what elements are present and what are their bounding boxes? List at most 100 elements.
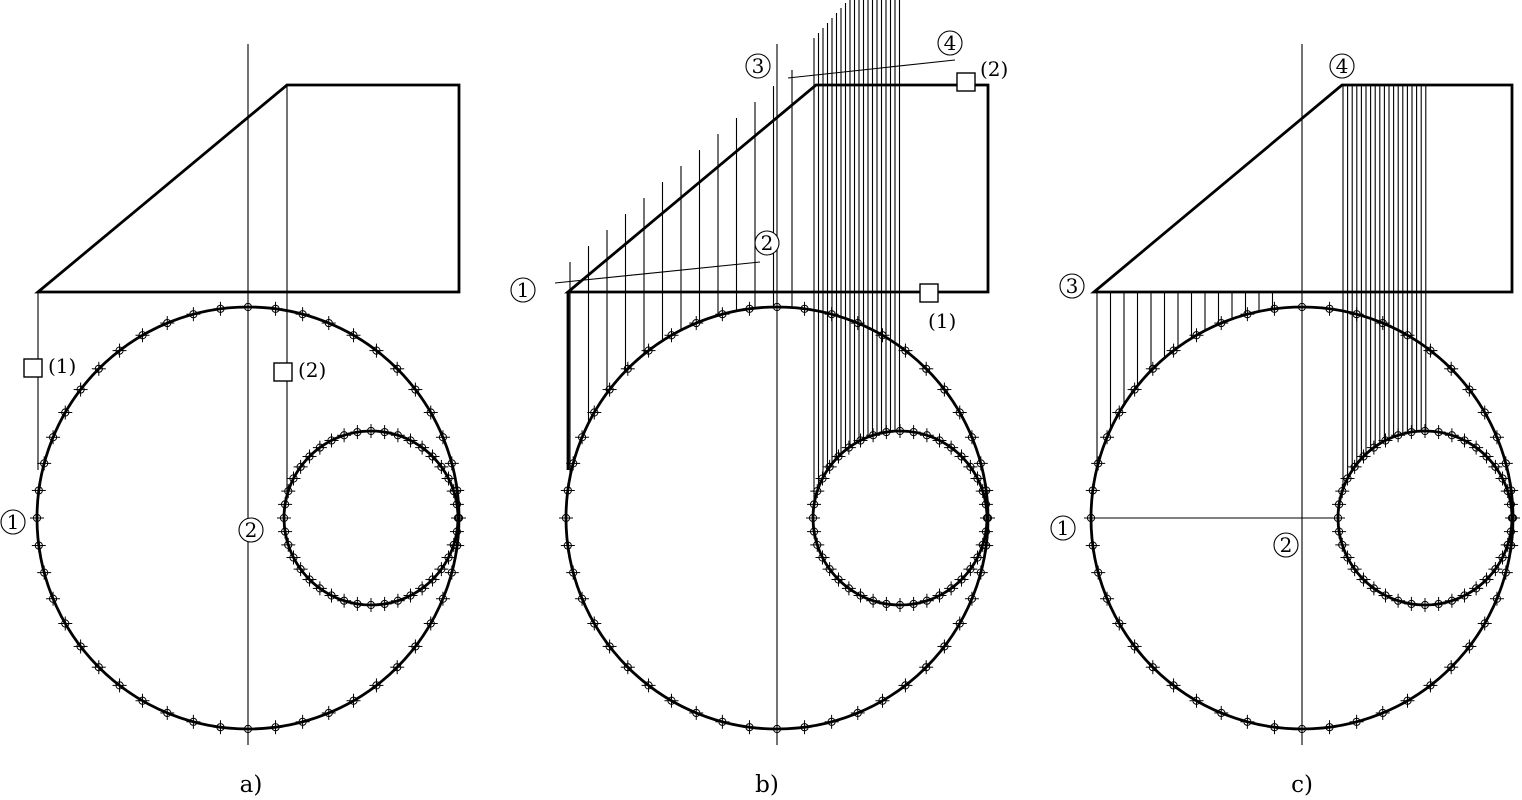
large-circle-point-marker xyxy=(444,456,459,471)
small-circle-point-marker xyxy=(281,484,296,499)
small-circle-point-marker xyxy=(446,484,461,499)
small-circle-point-marker xyxy=(810,537,825,552)
marker-label-2-a: (2) xyxy=(298,358,326,382)
small-circle-point-marker xyxy=(1391,428,1406,443)
small-circle-point-marker xyxy=(1457,588,1472,603)
large-circle-point-marker xyxy=(1267,301,1282,316)
marker-square-2-b xyxy=(956,72,976,92)
small-circle-point-marker xyxy=(906,596,921,611)
small-circle-point-marker xyxy=(403,588,418,603)
small-circle-point-marker xyxy=(1469,581,1484,596)
small-circle-point-marker xyxy=(281,537,296,552)
point-markers-b xyxy=(559,300,995,736)
large-circle-point-marker xyxy=(435,591,450,606)
large-circle-point-marker xyxy=(964,591,979,606)
large-circle-point-marker xyxy=(1423,343,1438,358)
large-circle-point-marker xyxy=(973,456,988,471)
large-circle-point-marker xyxy=(112,678,127,693)
large-circle-point-marker xyxy=(1240,307,1255,322)
small-circle-point-marker xyxy=(1335,484,1350,499)
small-circle-point-marker xyxy=(831,572,846,587)
callout-3-c: 3 xyxy=(1059,273,1085,299)
large-circle-point-marker xyxy=(742,720,757,735)
large-circle-point-marker xyxy=(575,430,590,445)
large-circle-point-marker xyxy=(689,705,704,720)
small-circle-point-marker xyxy=(1356,572,1371,587)
large-circle-point-marker xyxy=(824,307,839,322)
small-circle-point-marker xyxy=(893,598,907,612)
large-circle-point-marker xyxy=(435,430,450,445)
large-circle-point-marker xyxy=(937,639,952,654)
large-circle-point-marker xyxy=(1085,483,1100,498)
callout-4-c: 4 xyxy=(1329,53,1355,79)
small-circle-point-marker xyxy=(932,588,947,603)
small-circle-point-marker xyxy=(1479,572,1494,587)
small-circle-point-marker xyxy=(879,596,894,611)
small-circle-point-marker xyxy=(806,511,820,525)
small-circle-point-marker xyxy=(1500,537,1515,552)
large-circle-point-marker xyxy=(1100,430,1115,445)
large-circle-point-marker xyxy=(31,538,46,553)
large-circle-point-marker xyxy=(689,316,704,331)
large-circle-point-marker xyxy=(1444,361,1459,376)
large-circle-point-marker xyxy=(1214,705,1229,720)
small-circle-point-marker xyxy=(1366,440,1381,455)
small-circle-point-marker xyxy=(425,572,440,587)
large-circle-point-marker xyxy=(213,301,228,316)
large-circle-point-marker xyxy=(1127,382,1142,397)
large-circle-point-marker xyxy=(1112,616,1127,631)
small-circle-point-marker xyxy=(980,511,994,525)
small-circle-point-marker xyxy=(434,562,449,577)
large-circle-point-marker xyxy=(715,714,730,729)
small-circle-point-marker xyxy=(1469,440,1484,455)
large-circle-point-marker xyxy=(160,705,175,720)
large-circle-point-marker xyxy=(1145,361,1160,376)
large-circle-point-marker xyxy=(560,538,575,553)
svg-text:2: 2 xyxy=(1280,533,1293,557)
large-circle-point-marker xyxy=(1477,616,1492,631)
large-circle-point-marker xyxy=(664,693,679,708)
large-circle-point-marker xyxy=(1477,405,1492,420)
large-circle-point-marker xyxy=(898,343,913,358)
small-circle-point-marker xyxy=(441,550,456,565)
projection-lines-c xyxy=(1096,85,1427,489)
small-circle-point-marker xyxy=(1404,596,1419,611)
large-circle-point-marker xyxy=(620,361,635,376)
small-circle-point-marker xyxy=(815,471,830,486)
large-circle-point-marker xyxy=(1295,300,1309,314)
large-circle-point-marker xyxy=(937,382,952,397)
svg-text:3: 3 xyxy=(1066,274,1079,298)
large-circle-point-marker xyxy=(952,405,967,420)
small-circle-point-marker xyxy=(932,433,947,448)
large-circle-point-marker xyxy=(952,616,967,631)
large-circle-point-marker xyxy=(770,300,784,314)
small-circle-point-marker xyxy=(1503,524,1518,539)
small-circle-point-marker xyxy=(893,424,907,438)
large-circle-point-marker xyxy=(444,565,459,580)
large-circle-point-marker xyxy=(1084,511,1098,525)
small-circle-point-marker xyxy=(1457,433,1472,448)
small-circle-point-marker xyxy=(1331,511,1345,525)
large-circle-point-marker xyxy=(1166,678,1181,693)
callout-1-a: 1 xyxy=(0,509,26,535)
large-circle-point-marker xyxy=(73,382,88,397)
leader-2-b xyxy=(787,59,956,79)
small-circle-c xyxy=(1336,429,1514,607)
large-circle-point-marker xyxy=(641,343,656,358)
caption-c: c) xyxy=(1291,772,1313,798)
small-circle-point-marker xyxy=(810,484,825,499)
large-circle-point-marker xyxy=(1375,705,1390,720)
small-circle-point-marker xyxy=(278,497,293,512)
svg-text:3: 3 xyxy=(752,54,765,78)
small-circle-point-marker xyxy=(975,537,990,552)
small-circle-point-marker xyxy=(1404,425,1419,440)
callout-1-c: 1 xyxy=(1050,515,1076,541)
large-circle-point-marker xyxy=(1091,456,1106,471)
large-circle-point-marker xyxy=(1267,720,1282,735)
large-circle-point-marker xyxy=(664,328,679,343)
large-circle-point-marker xyxy=(587,616,602,631)
small-circle-point-marker xyxy=(954,449,969,464)
small-circle-point-marker xyxy=(1495,550,1510,565)
large-circle-point-marker xyxy=(919,660,934,675)
small-circle-point-marker xyxy=(451,511,465,525)
